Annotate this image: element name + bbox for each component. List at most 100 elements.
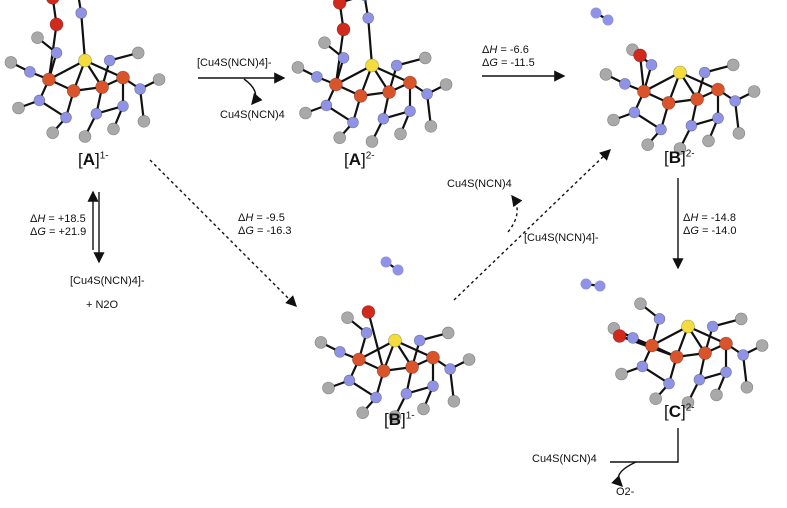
copper-atom <box>669 350 684 364</box>
nitrogen-atom <box>663 377 675 390</box>
caption-C-2minus: [C]2- <box>664 402 695 421</box>
carbon-atom <box>356 406 370 420</box>
nitrogen-atom <box>698 66 711 79</box>
oxygen-atom <box>332 0 347 10</box>
sulfur-atom <box>365 58 379 73</box>
carbon-atom <box>341 311 354 325</box>
nitrogen-atom <box>117 100 129 112</box>
copper-atom <box>405 360 419 374</box>
nitrogen-atom <box>90 107 103 120</box>
copper-atom <box>352 352 366 367</box>
carbon-atom <box>462 353 476 366</box>
carbon-atom <box>439 78 453 91</box>
nitrogen-atom <box>706 320 719 333</box>
bond <box>367 17 374 66</box>
carbon-atom <box>78 130 92 143</box>
carbon-atom <box>740 380 754 394</box>
nitrogen-atom <box>60 111 72 124</box>
carbon-atom <box>681 396 695 409</box>
carbon-atom <box>641 138 655 151</box>
nitrogen-atom <box>24 66 36 78</box>
carbon-atom <box>333 131 347 144</box>
nitrogen-atom <box>404 105 416 117</box>
oxygen-atom <box>336 22 351 37</box>
carbon-atom <box>291 61 305 74</box>
n2-molecule-C-2minus <box>580 278 606 292</box>
carbon-atom <box>131 46 145 60</box>
molecule-B-1minus <box>314 305 476 423</box>
carbon-atom <box>441 326 455 340</box>
product-label-c2-out: Cu4S(NCN)4 <box>532 453 597 465</box>
molecule-B-2minus <box>599 43 761 155</box>
nitrogen-atom <box>627 332 639 344</box>
product-label-b1-b2: Cu4S(NCN)4 <box>447 178 512 190</box>
oxide-label: O2- <box>616 486 635 498</box>
arrow-b1-to-b2 <box>453 149 612 301</box>
copper-atom <box>719 336 733 351</box>
carbon-atom <box>418 51 432 65</box>
nitrogen-atom <box>347 116 359 129</box>
carbon-atom <box>152 73 166 86</box>
molecule-C-2minus <box>607 297 769 409</box>
carbon-atom <box>12 101 25 115</box>
copper-atom <box>711 82 725 97</box>
nitrogen-atom <box>311 71 323 83</box>
nitrogen-atom <box>636 360 649 373</box>
copper-atom <box>661 96 676 110</box>
carbon-atom <box>615 367 628 381</box>
carbon-atom <box>424 120 438 133</box>
nitrogen-atom <box>693 373 706 386</box>
caption-B-2minus: [B]2- <box>664 148 695 167</box>
molecule-A-2minus <box>291 0 453 148</box>
carbon-atom <box>299 106 312 120</box>
arrow-product-b1-b2 <box>507 194 523 233</box>
carbon-atom <box>732 127 746 140</box>
nitrogen-atom <box>580 278 592 290</box>
carbon-atom <box>726 58 740 72</box>
carbon-atom <box>634 297 647 311</box>
reagent-label-b1-b2: [Cu4S(NCN)4]- <box>524 232 599 244</box>
molecule-A-1minus <box>4 0 166 143</box>
nitrogen-atom <box>380 256 392 268</box>
copper-atom <box>42 72 56 87</box>
nitrogen-atom <box>427 380 439 392</box>
oxygen-atom <box>361 305 376 319</box>
nitrogen-atom <box>362 12 375 24</box>
copper-atom <box>645 338 659 353</box>
carbon-atom <box>314 336 328 349</box>
n2o-label: + N2O <box>86 299 119 311</box>
oxygen-atom <box>633 48 647 63</box>
carbon-atom <box>365 135 379 148</box>
nitrogen-atom <box>370 391 382 404</box>
n2-molecule-B-2minus <box>590 7 614 26</box>
nitrogen-atom <box>712 112 724 124</box>
carbon-atom <box>417 402 430 416</box>
n2-molecule-B-1minus <box>380 256 404 276</box>
copper-atom <box>95 80 109 94</box>
carbon-atom <box>447 394 461 408</box>
arrow-a1-to-b1 <box>149 159 297 307</box>
nitrogen-atom <box>590 7 602 19</box>
bond <box>84 59 124 79</box>
nitrogen-atom <box>720 366 732 378</box>
nitrogen-atom <box>392 264 404 276</box>
carbon-atom <box>318 36 331 50</box>
oxygen-atom <box>49 17 64 32</box>
nitrogen-atom <box>400 387 413 400</box>
bond <box>643 71 681 93</box>
nitrogen-atom <box>103 54 116 67</box>
nitrogen-atom <box>602 14 614 26</box>
caption-A-1minus: [A]1- <box>78 150 109 169</box>
carbon-atom <box>4 56 18 69</box>
carbon-atom <box>388 410 402 423</box>
nitrogen-atom <box>360 327 373 339</box>
bond <box>367 311 385 372</box>
copper-atom <box>698 346 712 360</box>
product-label-a1-dissoc: [Cu4S(NCN)4]- <box>70 275 145 287</box>
nitrogen-atom <box>444 363 456 375</box>
carbon-atom <box>137 115 151 128</box>
copper-atom <box>637 84 651 99</box>
